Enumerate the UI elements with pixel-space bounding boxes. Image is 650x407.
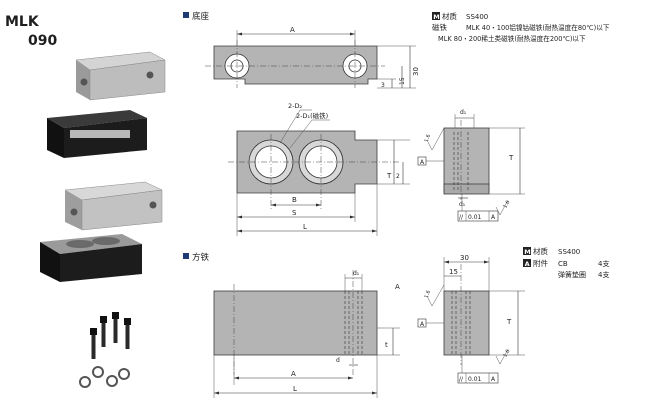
base-end-roughness-1: 1.6 xyxy=(424,134,432,144)
model-code-line2: 090 xyxy=(28,33,57,49)
base-magnet-line2: MLK 80・200稀土类磁铁(耐热温度在200℃)以下 xyxy=(438,34,586,43)
square-dim-d: d xyxy=(336,357,340,364)
square-dim-A: A xyxy=(291,370,296,378)
square-section-marker xyxy=(183,253,189,259)
base-end-flatness-sym: // xyxy=(459,214,464,221)
base-end-datum-A: A xyxy=(420,159,425,166)
model-code-line1: MLK xyxy=(5,14,40,30)
base-dim-15: 15 xyxy=(399,77,406,85)
photo-base-assembly-1 xyxy=(75,51,166,101)
square-end-view xyxy=(417,257,525,384)
base-magnet-line1: MLK 40・100铝镍钴磁铁(耐热温度在80℃)以下 xyxy=(466,23,610,32)
base-top-view xyxy=(228,109,410,236)
base-material-label: 材质 xyxy=(442,11,457,21)
photo-base-assembly-2 xyxy=(47,110,147,158)
square-side-view xyxy=(213,270,400,398)
square-accessory-qty2: 4支 xyxy=(598,270,609,279)
photo-cap-screws xyxy=(90,312,131,359)
square-end-dim-T: T xyxy=(506,318,512,326)
square-accessory-badge-box xyxy=(523,259,531,267)
base-material-badge-box xyxy=(432,12,440,20)
square-dim-d1: d₁ xyxy=(353,270,360,277)
square-dim-A-mark: A xyxy=(395,283,400,291)
square-accessory-badge: A xyxy=(525,260,530,268)
base-magnet-label: 磁铁 xyxy=(432,22,447,32)
base-section-marker xyxy=(183,12,189,18)
square-end-flatness-ref: A xyxy=(491,376,496,383)
base-section-title: 底座 xyxy=(192,11,210,22)
base-dim-L: L xyxy=(303,223,307,231)
base-side-view xyxy=(205,30,416,89)
base-dim-30: 30 xyxy=(412,67,420,76)
base-dim-A: A xyxy=(290,26,295,34)
base-dim-B: B xyxy=(292,196,297,204)
photo-square-block-2 xyxy=(40,234,142,282)
square-end-dim-15: 15 xyxy=(449,268,458,276)
base-dim-3: 3 xyxy=(381,82,385,89)
photo-spring-washers xyxy=(79,366,130,388)
base-material-value: SS400 xyxy=(466,13,488,21)
square-end-flatness-val: 0.01 xyxy=(468,376,482,383)
base-end-dim-d1-top: d₁ xyxy=(460,109,467,116)
square-material-value: SS400 xyxy=(558,248,580,256)
square-dim-L: L xyxy=(293,385,297,393)
square-material-badge: M xyxy=(524,248,530,256)
square-accessory-item2: 弹簧垫圈 xyxy=(558,270,586,279)
square-accessory-label: 附件 xyxy=(533,258,548,268)
base-end-dim-T: T xyxy=(508,154,514,162)
square-dim-t: t xyxy=(385,341,388,349)
base-dim-2: 2 xyxy=(396,173,400,180)
square-end-flatness-sym: // xyxy=(459,376,464,383)
base-dim-S: S xyxy=(292,209,297,217)
photo-square-block-1 xyxy=(64,181,163,231)
base-end-flatness-val: 0.01 xyxy=(468,214,482,221)
square-accessory-item1: CB xyxy=(558,260,568,268)
base-dim-T: T xyxy=(386,172,392,180)
base-material-badge: M xyxy=(433,13,439,21)
square-end-roughness-2: 1.6 xyxy=(502,349,511,359)
base-end-roughness-2: 1.6 xyxy=(502,200,511,210)
square-end-dim-30: 30 xyxy=(460,254,469,262)
square-end-datum-A: A xyxy=(420,321,425,328)
square-end-roughness-1: 1.6 xyxy=(424,290,432,300)
square-accessory-qty1: 4支 xyxy=(598,259,609,268)
base-end-dim-d1-bottom: d₁ xyxy=(459,201,466,208)
square-material-label: 材质 xyxy=(533,246,548,256)
base-end-flatness-ref: A xyxy=(491,214,496,221)
base-end-view xyxy=(417,114,525,222)
square-material-badge-box xyxy=(523,247,531,255)
base-dim-2-D1-magnet: 2-D₁(磁铁) xyxy=(296,111,328,120)
base-dim-2-D2: 2-D₂ xyxy=(288,102,302,110)
square-section-title: 方铁 xyxy=(192,252,210,263)
